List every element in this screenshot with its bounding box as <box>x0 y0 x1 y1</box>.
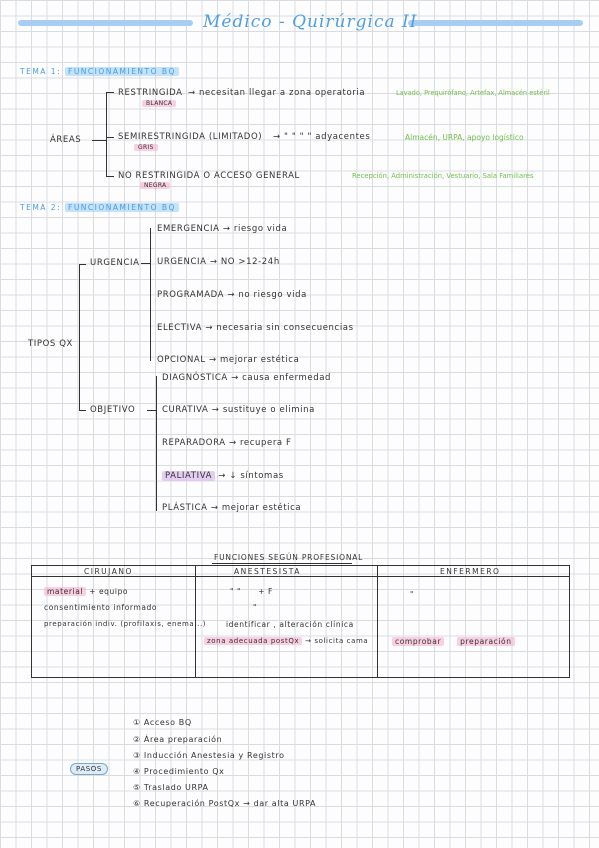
objetivo-item-paliativa: PALIATIVA → ↓ síntomas <box>162 471 284 481</box>
area-restringida-desc: → necesitan llegar a zona operatoria <box>188 88 366 98</box>
urgencia-item-urgencia: URGENCIA → NO >12-24h <box>157 257 280 267</box>
areas-branch-2 <box>106 137 114 138</box>
area-restringida-name: RESTRINGIDA <box>118 88 183 98</box>
objetivo-connector <box>147 410 156 411</box>
arrow-icon: → <box>208 355 221 365</box>
area-no-restringida-examples: Recepción, Administración, Vestuario, Sa… <box>352 172 534 180</box>
title-bar-left <box>18 20 193 26</box>
objetivo-item-reparadora: REPARADORA → recupera F <box>162 438 292 448</box>
objetivo-brace <box>156 376 157 511</box>
paso-4: ④ Procedimiento Qx <box>133 767 225 776</box>
tipos-root: TIPOS QX <box>28 339 73 349</box>
funciones-title: FUNCIONES SEGÚN PROFESIONAL <box>214 553 364 562</box>
funciones-col-divider-1 <box>195 565 196 677</box>
area-restringida-examples: Lavado, Prequirófano, Artefax, Almacén e… <box>396 89 550 97</box>
objetivo-item-curativa: CURATIVA → sustituye o elimina <box>162 405 315 415</box>
anestesista-row-3: identificar , alteración clínica <box>226 620 354 629</box>
page-title: Médico - Quirúrgica II <box>203 12 418 32</box>
urgencia-brace <box>150 228 151 361</box>
arrow-icon: → <box>222 224 234 234</box>
anestesista-row-1: " " + F <box>230 587 273 596</box>
tema1-title: FUNCIONAMIENTO BQ <box>65 67 179 76</box>
urgencia-label: URGENCIA <box>90 258 140 268</box>
pasos-label: PASOS <box>70 763 108 775</box>
area-no-restringida-tag: NEGRA <box>140 182 171 189</box>
areas-brace <box>106 92 107 176</box>
urgencia-item-programada: PROGRAMADA → no riesgo vida <box>157 290 307 300</box>
arrow-icon: → <box>228 438 241 448</box>
arrow-icon: → <box>231 373 243 383</box>
areas-branch-3 <box>106 176 114 177</box>
header-cirujano: CIRUJANO <box>84 567 133 576</box>
arrow-icon: → <box>209 257 221 267</box>
arrow-icon: → <box>273 132 285 142</box>
anestesista-row-2: " <box>253 603 258 612</box>
objetivo-label: OBJETIVO <box>90 405 136 415</box>
areas-branch-1 <box>106 92 114 93</box>
areas-root: ÁREAS <box>50 135 82 145</box>
cirujano-consentimiento: consentimiento informado <box>44 603 158 612</box>
tema2-title: FUNCIONAMIENTO BQ <box>65 203 179 212</box>
paso-1: ① Acceso BQ <box>133 718 192 727</box>
arrow-icon: → <box>211 405 223 415</box>
objetivo-item-diagnostica: DIAGNÓSTICA → causa enfermedad <box>162 373 332 383</box>
objetivo-item-plastica: PLÁSTICA → mejorar estética <box>162 503 302 513</box>
header-anestesista: ANESTESISTA <box>234 567 301 576</box>
cirujano-material: material + equipo <box>44 587 128 596</box>
paso-5: ⑤ Traslado URPA <box>133 783 209 792</box>
area-semirestringida-examples: Almacén, URPA, apoyo logístico <box>405 133 524 142</box>
tipos-branch-objetivo <box>79 410 86 411</box>
paso-3: ③ Inducción Anestesia y Registro <box>133 751 285 760</box>
urgencia-item-opcional: OPCIONAL → mejorar estética <box>157 355 300 365</box>
paso-2: ② Área preparación <box>133 735 223 744</box>
tipos-branch-urgencia <box>79 264 86 265</box>
funciones-table <box>31 565 570 678</box>
title-bar-right <box>408 20 583 26</box>
funciones-title-underline <box>212 563 352 564</box>
areas-connector-h <box>92 140 106 141</box>
urgencia-item-emergencia: EMERGENCIA → riesgo vida <box>157 224 288 234</box>
tema1-heading: TEMA 1: FUNCIONAMIENTO BQ <box>20 67 179 76</box>
tipos-brace <box>79 264 80 411</box>
tema2-heading: TEMA 2: FUNCIONAMIENTO BQ <box>20 203 179 212</box>
area-restringida-tag: BLANCA <box>142 100 177 107</box>
area-semirestringida-tag: GRIS <box>134 144 158 151</box>
tema2-label: TEMA 2: <box>20 203 62 212</box>
arrow-icon: → <box>227 290 239 300</box>
arrow-icon: → <box>218 471 230 481</box>
urgencia-connector <box>141 263 150 264</box>
anestesista-row-4: zona adecuada postQx → solicita cama <box>204 637 368 645</box>
funciones-col-divider-2 <box>377 565 378 677</box>
header-enfermero: ENFERMERO <box>440 567 501 576</box>
tema1-label: TEMA 1: <box>20 67 62 76</box>
paso-6: ⑥ Recuperación PostQx → dar alta URPA <box>133 799 317 808</box>
arrow-icon: → <box>210 503 222 513</box>
urgencia-item-electiva: ELECTIVA → necesaria sin consecuencias <box>157 323 354 333</box>
enfermero-row-1: " <box>410 590 415 599</box>
enfermero-row-2: comprobar preparación <box>392 637 515 646</box>
area-semirestringida-desc: → " " " " adyacentes <box>273 132 371 142</box>
cirujano-preparacion: preparación indiv. (profilaxis, enema...… <box>44 620 207 628</box>
funciones-header-divider <box>31 576 569 577</box>
area-no-restringida-name: NO RESTRINGIDA O ACCESO GENERAL <box>118 171 300 181</box>
arrow-icon: → <box>205 323 217 333</box>
area-semirestringida-name: SEMIRESTRINGIDA (LIMITADO) <box>118 132 263 142</box>
arrow-icon: → <box>188 88 200 98</box>
